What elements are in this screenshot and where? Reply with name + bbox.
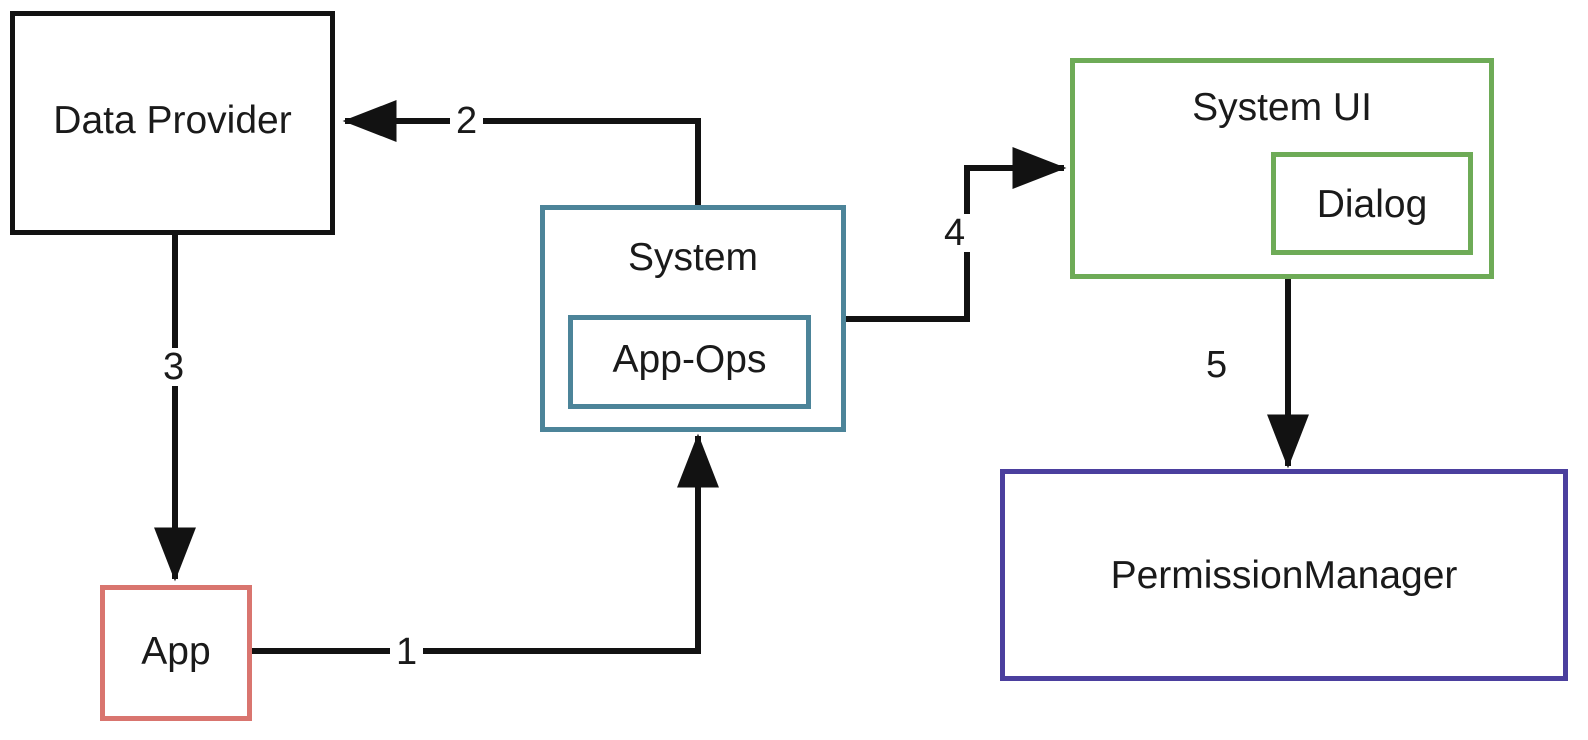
node-label-app: App <box>141 630 211 673</box>
node-label-data-provider: Data Provider <box>53 99 292 142</box>
edge-label-2: 2 <box>450 102 484 140</box>
edge-1-connector <box>252 433 719 654</box>
node-label-system: System <box>627 236 759 279</box>
edge-2-connector <box>342 100 701 205</box>
node-dialog[interactable] <box>1271 152 1473 255</box>
node-label-system-ui: System UI <box>1192 86 1372 129</box>
edge-label-1: 1 <box>390 633 424 671</box>
edge-label-5: 5 <box>1200 346 1234 384</box>
node-data-provider[interactable] <box>10 11 335 235</box>
node-label-dialog: Dialog <box>1316 183 1428 226</box>
node-app-ops[interactable] <box>568 315 811 409</box>
node-permission-manager[interactable] <box>1000 469 1568 681</box>
edge-label-3: 3 <box>157 348 191 386</box>
node-label-app-ops: App-Ops <box>612 338 767 381</box>
node-label-permission-manager: PermissionManager <box>1110 554 1458 597</box>
node-app[interactable] <box>100 585 252 721</box>
edge-label-4: 4 <box>938 214 972 252</box>
